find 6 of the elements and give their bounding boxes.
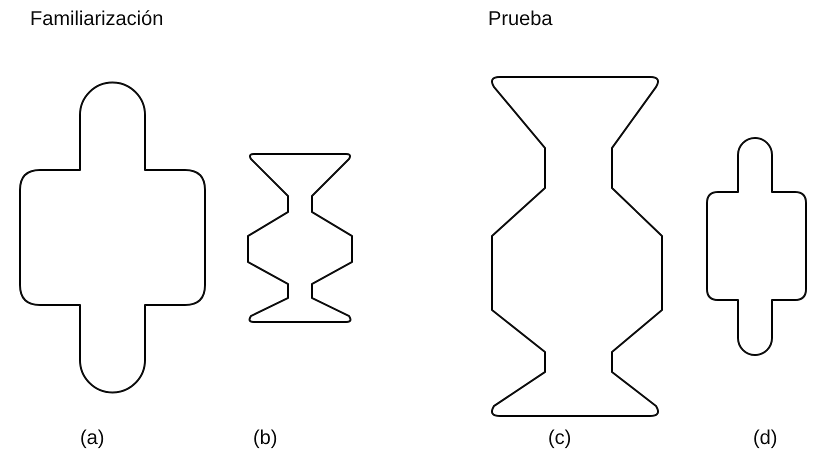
- figure-label: (a): [80, 427, 104, 450]
- section-heading: Prueba: [488, 8, 552, 31]
- figure-label: (b): [253, 427, 278, 450]
- figure-label: (d): [753, 427, 778, 450]
- figure-label: (c): [548, 427, 572, 450]
- section-heading: Familiarización: [30, 8, 164, 31]
